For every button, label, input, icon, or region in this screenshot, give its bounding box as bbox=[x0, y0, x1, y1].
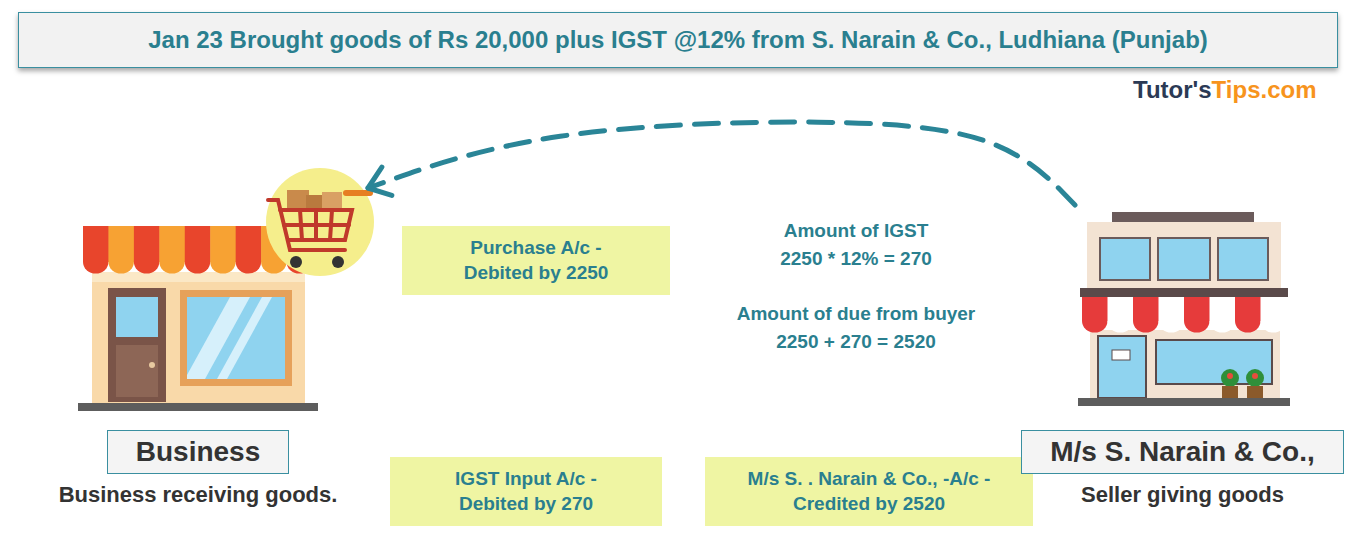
awning-stripe bbox=[1133, 297, 1159, 321]
amount-note: Amount of due from buyer bbox=[737, 303, 976, 325]
awning-stripe bbox=[1159, 297, 1185, 321]
party-name-box: M/s S. Narain & Co., bbox=[1021, 430, 1344, 474]
awning-stripe bbox=[1082, 297, 1108, 321]
awning-stripe bbox=[210, 226, 236, 262]
awning-scallop bbox=[261, 262, 286, 274]
awning-stripe bbox=[108, 226, 134, 262]
awning-scallop bbox=[1210, 321, 1236, 333]
business-shop-picture bbox=[78, 168, 374, 411]
awning-stripe bbox=[1210, 297, 1236, 321]
awning-stripe bbox=[236, 226, 262, 262]
goods-flow-arrow bbox=[368, 122, 1075, 205]
amount-note: 2250 * 12% = 270 bbox=[780, 248, 932, 270]
awning-scallop bbox=[159, 262, 184, 274]
awning-scallop bbox=[1133, 321, 1159, 333]
entry-text: Purchase A/c - Debited by 2250 bbox=[447, 236, 625, 285]
watermark-text: Tips.com bbox=[1212, 76, 1317, 104]
awning-stripe bbox=[1108, 297, 1134, 321]
awning-scallop bbox=[108, 262, 133, 274]
seller-shop-picture bbox=[1078, 212, 1290, 406]
awning-scallop bbox=[236, 262, 261, 274]
awning-stripe bbox=[83, 226, 109, 262]
amount-note: Amount of IGST bbox=[784, 220, 929, 242]
ledger-entry-box: IGST Input A/c - Debited by 270 bbox=[390, 457, 662, 526]
awning-scallop bbox=[134, 262, 159, 274]
awning-scallop bbox=[1159, 321, 1185, 333]
amount-note: 2250 + 270 = 2520 bbox=[776, 331, 936, 353]
awning-scallop bbox=[1184, 321, 1210, 333]
awning-scallop bbox=[210, 262, 235, 274]
ledger-entry-box: M/s S. . Narain & Co., -A/c - Credited b… bbox=[705, 457, 1033, 526]
party-block: BusinessBusiness receiving goods. bbox=[28, 180, 368, 508]
ledger-entry-box: Purchase A/c - Debited by 2250 bbox=[402, 226, 670, 295]
party-name-box: Business bbox=[107, 430, 290, 474]
awning-scallop bbox=[1082, 321, 1108, 333]
entry-text: M/s S. . Narain & Co., -A/c - Credited b… bbox=[719, 467, 1019, 516]
watermark-text: Tutor's bbox=[1133, 76, 1212, 104]
entry-text: IGST Input A/c - Debited by 270 bbox=[432, 467, 620, 516]
awning-scallop bbox=[83, 262, 108, 274]
awning-scallop bbox=[1235, 321, 1261, 333]
title-text: Jan 23 Brought goods of Rs 20,000 plus I… bbox=[148, 26, 1208, 54]
awning-stripe bbox=[1184, 297, 1210, 321]
party-caption: Seller giving goods bbox=[1081, 482, 1284, 508]
awning-scallop bbox=[1108, 321, 1134, 333]
party-caption: Business receiving goods. bbox=[59, 482, 338, 508]
party-block: M/s S. Narain & Co., Seller giving goods bbox=[1010, 205, 1355, 508]
awning-stripe bbox=[1261, 297, 1287, 321]
title-banner: Jan 23 Brought goods of Rs 20,000 plus I… bbox=[18, 12, 1338, 68]
awning-stripe bbox=[185, 226, 211, 262]
awning-stripe bbox=[1235, 297, 1261, 321]
awning-scallop bbox=[185, 262, 210, 274]
awning-scallop bbox=[1261, 321, 1287, 333]
awning-stripe bbox=[159, 226, 185, 262]
awning-stripe bbox=[134, 226, 160, 262]
